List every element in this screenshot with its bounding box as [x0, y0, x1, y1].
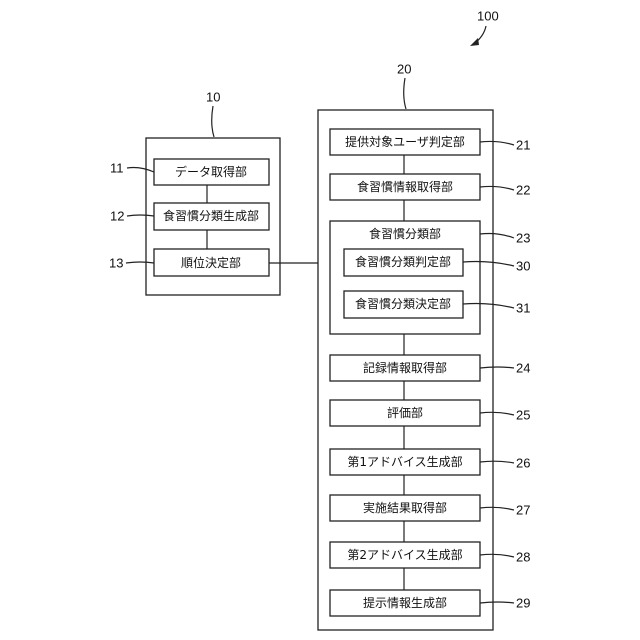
ref-11-label: 11: [110, 161, 124, 176]
ref-13-label: 13: [109, 256, 123, 271]
ref-26-label: 26: [516, 456, 530, 471]
unit-left-ref-label: 10: [206, 90, 220, 105]
block-22-label: 食習慣情報取得部: [357, 179, 453, 194]
block-12-label: 食習慣分類生成部: [163, 208, 259, 223]
ref-24-leader: [480, 367, 514, 368]
ref-12-label: 12: [110, 209, 124, 224]
block-27-label: 実施結果取得部: [363, 500, 447, 515]
unit-left-ref-leader: [212, 106, 214, 137]
block-26-label: 第1アドバイス生成部: [347, 454, 462, 469]
ref-23-label: 23: [516, 231, 530, 246]
ref-27-label: 27: [516, 503, 530, 518]
ref-25-label: 25: [516, 408, 530, 423]
ref-12-leader: [127, 215, 154, 216]
ref-28-label: 28: [516, 550, 530, 565]
block-30-label: 食習慣分類判定部: [355, 254, 451, 269]
ref-22-label: 22: [516, 183, 530, 198]
ref-30-label: 30: [516, 259, 530, 274]
ref-24-label: 24: [516, 361, 530, 376]
ref-29-leader: [480, 602, 514, 603]
ref-31-label: 31: [516, 301, 530, 316]
ref-29-label: 29: [516, 596, 530, 611]
block-23-label: 食習慣分類部: [369, 226, 441, 241]
system-ref-arrowhead: [470, 38, 479, 46]
block-31-label: 食習慣分類決定部: [355, 296, 451, 311]
unit-right-ref-leader: [404, 78, 406, 109]
block-21-label: 提供対象ユーザ判定部: [345, 134, 465, 149]
system-ref-label: 100: [477, 9, 499, 24]
ref-13-leader: [126, 262, 154, 263]
block-24-label: 記録情報取得部: [363, 360, 447, 375]
block-25-label: 評価部: [387, 405, 423, 420]
block-13-label: 順位決定部: [181, 255, 241, 270]
unit-right-ref-label: 20: [397, 62, 411, 77]
block-28-label: 第2アドバイス生成部: [347, 547, 462, 562]
ref-21-label: 21: [516, 138, 530, 153]
block-11-label: データ取得部: [175, 164, 247, 179]
block-29-label: 提示情報生成部: [363, 595, 447, 610]
